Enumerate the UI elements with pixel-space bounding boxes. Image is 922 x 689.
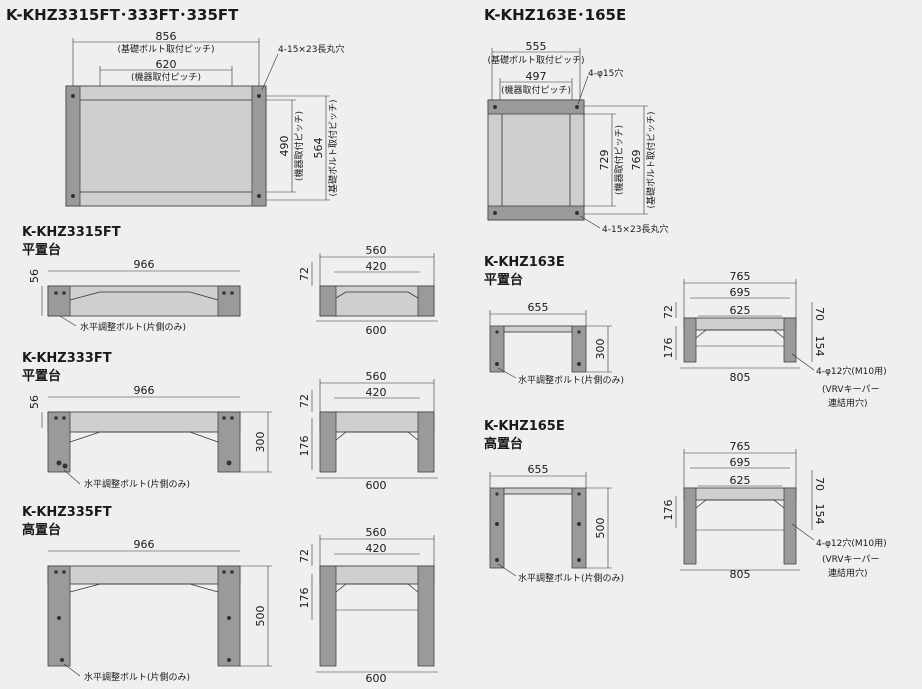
335-note: 水平調整ボルト(片側のみ) [84, 671, 190, 683]
dim-497-note: (機器取付ピッチ) [501, 84, 571, 96]
165-w805: 805 [730, 568, 751, 581]
165-h154: 154 [813, 504, 826, 525]
left-group-title: K-KHZ3315FT･333FT･335FT [6, 6, 239, 24]
model-335ft-subtitle: 高置台 [22, 522, 61, 538]
165-note: 水平調整ボルト(片側のみ) [518, 572, 624, 584]
model-3315ft: K-KHZ3315FT 平置台 966 56 水平調整ボルト(片側のみ) 560… [22, 225, 438, 337]
right-group-title: K-KHZ163E･165E [484, 6, 626, 24]
163-h300: 300 [594, 339, 607, 360]
335-h176: 176 [298, 588, 311, 609]
dim-856: 856 [156, 30, 177, 43]
335-d420: 420 [366, 542, 387, 555]
335-w966: 966 [134, 538, 155, 551]
dim-555-note: (基礎ボルト取付ピッチ) [487, 54, 584, 66]
165-hole3: 連結用穴) [828, 567, 868, 579]
163-h72: 72 [662, 305, 675, 319]
dim-490-note: (機器取付ピッチ) [293, 111, 305, 181]
333-w966: 966 [134, 384, 155, 397]
335-d600: 600 [366, 672, 387, 685]
model-163e-subtitle: 平置台 [484, 272, 523, 288]
model-333ft: K-KHZ333FT 平置台 966 56 300 水平調整ボルト(片側のみ) … [22, 351, 438, 492]
163-h70: 70 [813, 307, 826, 321]
model-163e-title: K-KHZ163E [484, 255, 565, 270]
model-165e-subtitle: 高置台 [484, 436, 523, 452]
165-w695: 695 [730, 456, 751, 469]
165-h70: 70 [813, 477, 826, 491]
dim-769-note: (基礎ボルト取付ピッチ) [645, 111, 657, 208]
model-333ft-title: K-KHZ333FT [22, 351, 112, 366]
333-h300: 300 [254, 432, 267, 453]
333-d420: 420 [366, 386, 387, 399]
163-hole: 4-φ12穴(M10用) [816, 365, 887, 377]
3315-note: 水平調整ボルト(片側のみ) [80, 321, 186, 333]
163-note: 水平調整ボルト(片側のみ) [518, 374, 624, 386]
163-hole3: 連結用穴) [828, 397, 868, 409]
163-h176: 176 [662, 338, 675, 359]
3315-h72: 72 [298, 267, 311, 281]
3315-w966: 966 [134, 258, 155, 271]
model-163e: K-KHZ163E 平置台 655 300 水平調整ボルト(片側のみ) 765 … [484, 255, 887, 409]
333-h72: 72 [298, 394, 311, 408]
163-w765: 765 [730, 270, 751, 283]
165-hole: 4-φ12穴(M10用) [816, 537, 887, 549]
dim-564-note: (基礎ボルト取付ピッチ) [327, 99, 339, 196]
model-335ft: K-KHZ335FT 高置台 966 500 水平調整ボルト(片側のみ) 560… [22, 505, 438, 685]
right-top-view: 555 (基礎ボルト取付ピッチ) 497 (機器取付ピッチ) 4-φ15穴 72… [487, 40, 668, 235]
333-note: 水平調整ボルト(片側のみ) [84, 478, 190, 490]
335-d560: 560 [366, 526, 387, 539]
dim-856-note: (基礎ボルト取付ピッチ) [117, 43, 214, 55]
3315-d560: 560 [366, 244, 387, 257]
165-d655: 655 [528, 463, 549, 476]
333-h56: 56 [28, 395, 41, 409]
163-w695: 695 [730, 286, 751, 299]
3315-h56: 56 [28, 269, 41, 283]
dim-620: 620 [156, 58, 177, 71]
3315-d600: 600 [366, 324, 387, 337]
dim-555: 555 [526, 40, 547, 53]
dim-729: 729 [598, 150, 611, 171]
165-h176: 176 [662, 500, 675, 521]
dim-769: 769 [630, 150, 643, 171]
model-3315ft-subtitle: 平置台 [22, 242, 61, 258]
165-w625: 625 [730, 474, 751, 487]
dim-620-note: (機器取付ピッチ) [131, 71, 201, 83]
model-3315ft-title: K-KHZ3315FT [22, 225, 121, 240]
165-hole2: (VRVキーパー [822, 554, 880, 565]
165-h500: 500 [594, 518, 607, 539]
right-hole-bottom: 4-15×23長丸穴 [602, 223, 668, 235]
335-h500: 500 [254, 606, 267, 627]
model-335ft-title: K-KHZ335FT [22, 505, 112, 520]
model-165e: K-KHZ165E 高置台 655 500 水平調整ボルト(片側のみ) 765 … [484, 419, 887, 584]
333-h176: 176 [298, 436, 311, 457]
333-d560: 560 [366, 370, 387, 383]
165-w765: 765 [730, 440, 751, 453]
right-hole-top: 4-φ15穴 [588, 67, 623, 79]
163-w625: 625 [730, 304, 751, 317]
163-hole2: (VRVキーパー [822, 384, 880, 395]
left-top-view: 856 (基礎ボルト取付ピッチ) 620 (機器取付ピッチ) 4-15×23長丸… [65, 30, 344, 207]
3315-d420: 420 [366, 260, 387, 273]
333-d600: 600 [366, 479, 387, 492]
163-d655: 655 [528, 301, 549, 314]
163-w805: 805 [730, 371, 751, 384]
left-hole-note: 4-15×23長丸穴 [278, 43, 344, 55]
dim-497: 497 [526, 70, 547, 83]
dim-729-note: (機器取付ピッチ) [613, 125, 625, 195]
163-h154: 154 [813, 336, 826, 357]
model-333ft-subtitle: 平置台 [22, 368, 61, 384]
model-165e-title: K-KHZ165E [484, 419, 565, 434]
dim-490: 490 [278, 136, 291, 157]
dim-564: 564 [312, 138, 325, 159]
335-h72: 72 [298, 549, 311, 563]
